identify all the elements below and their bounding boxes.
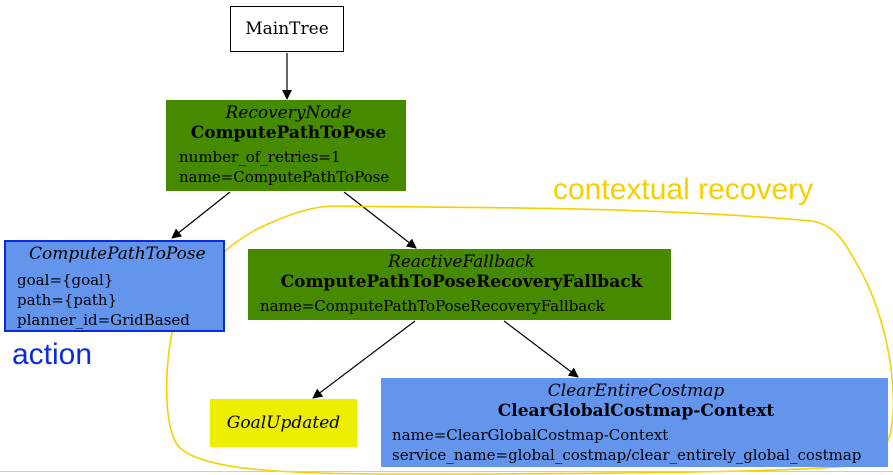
param: goal={goal}	[17, 271, 114, 289]
edge-recovery-compute	[171, 191, 231, 239]
param: service_name=global_costmap/clear_entire…	[392, 446, 862, 464]
node-type: GoalUpdated	[226, 413, 341, 433]
node-params: number_of_retries=1 name=ComputePathToPo…	[179, 147, 398, 187]
param: name=ComputePathToPose	[179, 168, 390, 186]
param: number_of_retries=1	[179, 148, 341, 166]
node-params: goal={goal} path={path} planner_id=GridB…	[17, 270, 215, 330]
param: name=ComputePathToPoseRecoveryFallback	[260, 297, 605, 315]
annotation-contextual-recovery: contextual recovery	[553, 173, 814, 206]
annotation-action: action	[12, 338, 93, 371]
node-reactive-fallback: ReactiveFallback ComputePathToPoseRecove…	[248, 249, 671, 320]
edge-fallback-goal	[312, 320, 416, 399]
node-maintree-label: MainTree	[245, 19, 329, 39]
edge-fallback-clear	[503, 320, 579, 378]
node-type: ClearEntireCostmap	[547, 381, 725, 401]
edge-recovery-fallback	[343, 191, 417, 249]
node-params: name=ClearGlobalCostmap-Context service_…	[392, 425, 880, 465]
node-type: RecoveryNode	[225, 103, 352, 123]
param: path={path}	[17, 291, 118, 309]
param: name=ClearGlobalCostmap-Context	[392, 426, 669, 444]
param: planner_id=GridBased	[17, 311, 190, 329]
node-clear-costmap: ClearEntireCostmap ClearGlobalCostmap-Co…	[381, 378, 888, 467]
node-name: ClearGlobalCostmap-Context	[497, 401, 775, 421]
node-name: ComputePathToPose	[190, 123, 387, 143]
node-type: ComputePathToPose	[29, 244, 206, 264]
bottom-divider	[0, 471, 893, 472]
node-params: name=ComputePathToPoseRecoveryFallback	[260, 296, 663, 316]
node-maintree: MainTree	[230, 6, 344, 52]
node-type: ReactiveFallback	[388, 252, 535, 272]
node-recovery-compute-path: RecoveryNode ComputePathToPose number_of…	[166, 100, 406, 191]
node-goal-updated: GoalUpdated	[210, 399, 357, 447]
node-name: ComputePathToPoseRecoveryFallback	[280, 272, 643, 292]
node-compute-path-action: ComputePathToPose goal={goal} path={path…	[4, 240, 225, 332]
